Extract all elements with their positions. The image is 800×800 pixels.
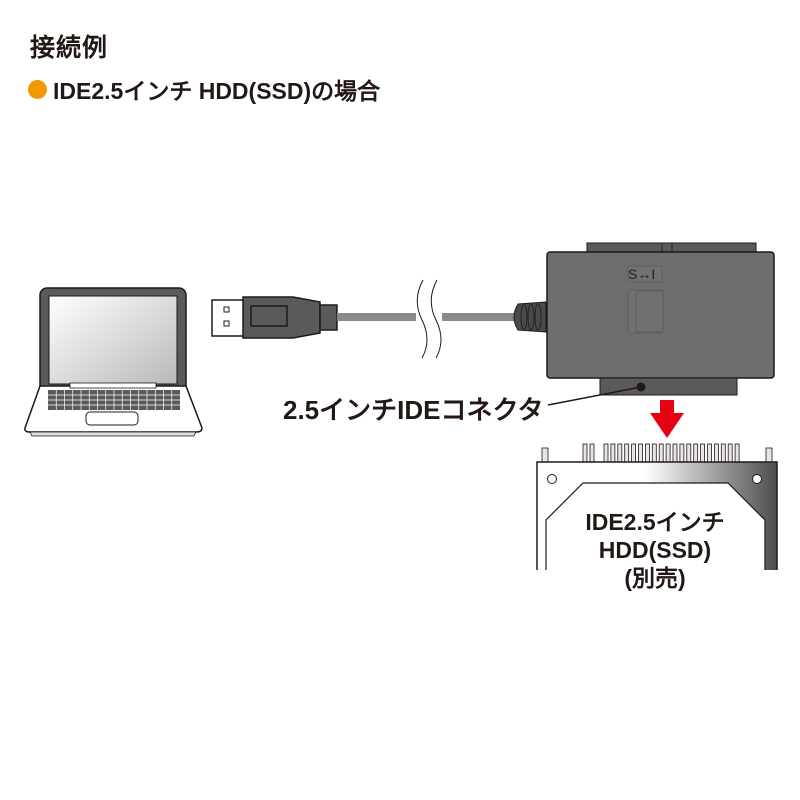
section-heading-text: IDE2.5インチ HDD(SSD)の場合 <box>53 78 381 104</box>
usb-cable-icon <box>211 279 547 360</box>
page-title: 接続例 <box>30 34 109 62</box>
connector-callout-label: 2.5インチIDEコネクタ <box>283 395 544 425</box>
hdd-label: IDE2.5インチHDD(SSD) (別売) <box>530 508 780 592</box>
hdd-icon <box>520 443 800 600</box>
arrow-down-icon <box>650 400 684 438</box>
hdd-label-line1: IDE2.5インチHDD(SSD) <box>585 509 725 563</box>
laptop-icon <box>24 287 203 437</box>
section-heading: IDE2.5インチ HDD(SSD)の場合 <box>28 72 380 106</box>
adapter-icon <box>546 242 775 406</box>
switch-label: S↔I <box>628 266 656 282</box>
bullet-icon <box>28 79 47 99</box>
hdd-label-line2: (別売) <box>624 565 686 591</box>
